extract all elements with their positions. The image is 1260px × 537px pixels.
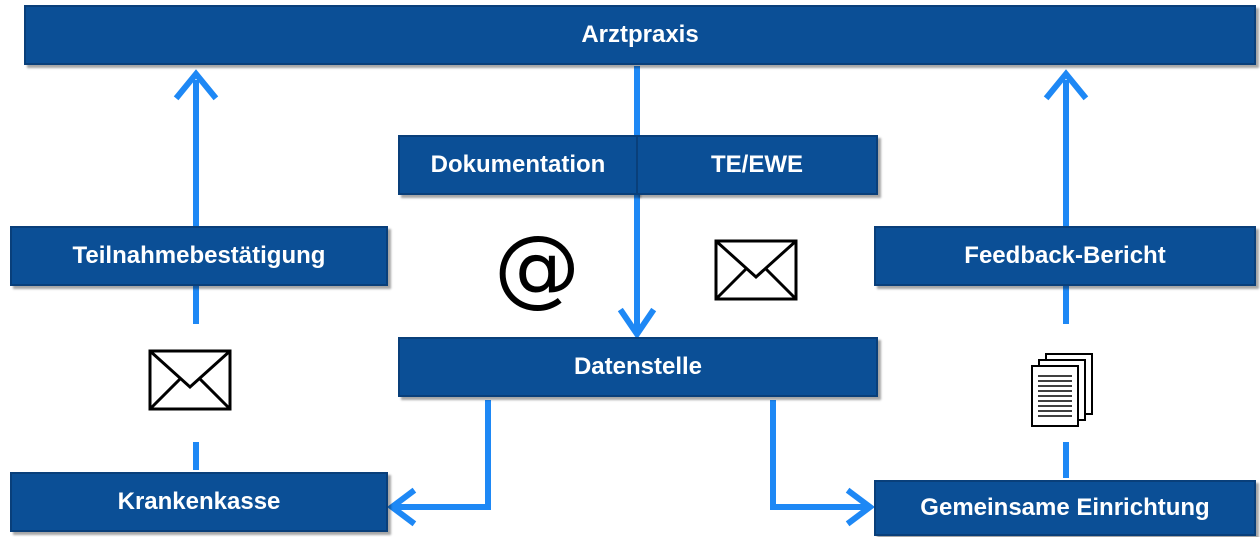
node-teilnahmebestaetigung: Teilnahmebestätigung bbox=[10, 226, 388, 286]
node-dokumentation: Dokumentation bbox=[398, 135, 638, 195]
node-arztpraxis: Arztpraxis bbox=[24, 5, 1256, 65]
node-arztpraxis-label: Arztpraxis bbox=[581, 21, 699, 48]
envelope-icon bbox=[148, 349, 232, 411]
arrow-to-krankenkasse bbox=[396, 400, 491, 510]
envelope-icon bbox=[714, 239, 798, 301]
node-te-ewe: TE/EWE bbox=[636, 135, 878, 195]
documents-icon bbox=[1031, 353, 1093, 427]
node-te-ewe-label: TE/EWE bbox=[710, 151, 803, 178]
node-gemeinsame-einrichtung: Gemeinsame Einrichtung bbox=[874, 480, 1256, 536]
node-datenstelle-label: Datenstelle bbox=[573, 353, 703, 380]
node-gemeinsame-label: Gemeinsame Einrichtung bbox=[920, 494, 1210, 521]
node-datenstelle: Datenstelle bbox=[398, 337, 878, 397]
node-dokumentation-label: Dokumentation bbox=[430, 151, 606, 178]
at-sign-icon: @ bbox=[494, 217, 580, 317]
node-feedback-bericht: Feedback-Bericht bbox=[874, 226, 1256, 286]
node-feedback-label: Feedback-Bericht bbox=[964, 242, 1166, 269]
node-krankenkasse: Krankenkasse bbox=[10, 472, 388, 532]
node-krankenkasse-label: Krankenkasse bbox=[117, 488, 281, 515]
node-teilnahme-label: Teilnahmebestätigung bbox=[72, 242, 326, 269]
arrow-to-gemeinsame bbox=[770, 400, 866, 510]
